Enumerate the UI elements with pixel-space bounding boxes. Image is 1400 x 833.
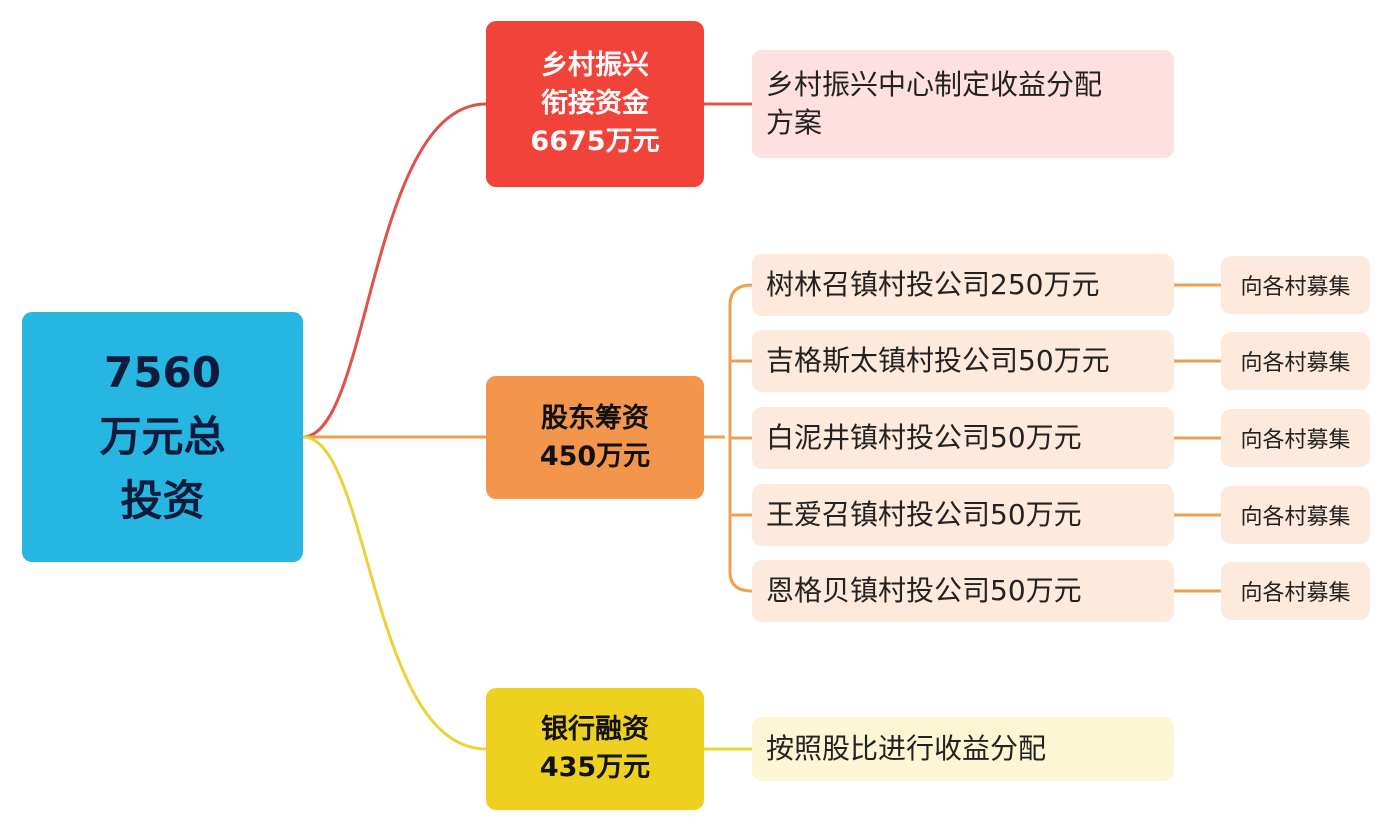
leaf-distribute-by-share-ratio: 按照股比进行收益分配 [752, 717, 1174, 781]
connector-root-to-funds [302, 102, 487, 439]
sub-raise-from-villages-3: 向各村募集 [1221, 409, 1370, 467]
leaf-shareholder-bainijing: 白泥井镇村投公司50万元 [752, 407, 1174, 469]
branch-shareholder-funding: 股东筹资 450万元 [486, 376, 704, 499]
root-node-total-investment: 7560 万元总 投资 [22, 312, 303, 562]
sub-raise-from-villages-5: 向各村募集 [1221, 562, 1370, 620]
leaf-shareholder-shulinzhao: 树林召镇村投公司250万元 [752, 254, 1174, 316]
sub-raise-from-villages-2: 向各村募集 [1221, 332, 1370, 390]
sub-raise-from-villages-1: 向各村募集 [1221, 256, 1370, 314]
leaf-revenue-distribution-plan: 乡村振兴中心制定收益分配 方案 [752, 50, 1174, 158]
branch-bank-financing: 银行融资 435万元 [486, 688, 704, 810]
leaf-shareholder-jigesitai: 吉格斯太镇村投公司50万元 [752, 330, 1174, 392]
sub-raise-from-villages-4: 向各村募集 [1221, 486, 1370, 544]
leaf-shareholder-wangaizhao: 王爱召镇村投公司50万元 [752, 484, 1174, 546]
branch-rural-revitalization-funds: 乡村振兴 衔接资金 6675万元 [486, 21, 704, 187]
connector-root-to-bank [302, 435, 487, 751]
leaf-shareholder-engebei: 恩格贝镇村投公司50万元 [752, 560, 1174, 622]
